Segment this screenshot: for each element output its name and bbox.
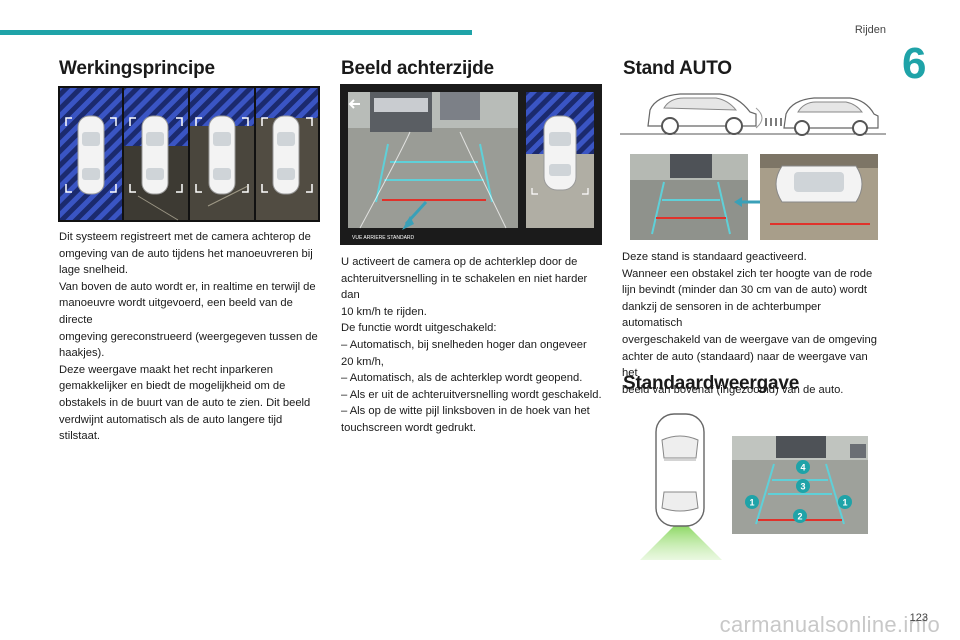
- chapter-number: 6: [902, 39, 927, 88]
- text-line: Van boven de auto wordt er, in realtime …: [59, 280, 316, 293]
- text-line: overgeschakeld van de weergave van de om…: [622, 333, 877, 346]
- header-accent-bar: [0, 30, 472, 35]
- text-line: De functie wordt uitgeschakeld:: [341, 322, 497, 335]
- text-line: lage snelheid.: [59, 264, 129, 277]
- marker-3: 3: [800, 482, 805, 492]
- title-stand-auto: Stand AUTO: [623, 58, 732, 79]
- title-beeld-achterzijde: Beeld achterzijde: [341, 58, 494, 79]
- text-line: verdwijnt automatisch als de auto langer…: [59, 413, 283, 443]
- marker-4: 4: [800, 463, 805, 473]
- text-line: touchscreen wordt gedrukt.: [341, 421, 476, 434]
- guide-lines-figure: 4 3 1 1 2: [732, 436, 868, 534]
- rear-view-figure: VUE ARRIERE STANDARD: [340, 84, 602, 245]
- text-line: Dit systeem registreert met de camera ac…: [59, 231, 311, 243]
- text-line: – Als op de witte pijl linksboven in de …: [341, 405, 590, 418]
- auto-mode-figure: [630, 154, 878, 240]
- text-line: – Als er uit de achteruitversnelling wor…: [341, 388, 602, 401]
- text-line: omgeving van de auto tijdens het manoeuv…: [59, 247, 313, 260]
- title-werkingsprincipe: Werkingsprincipe: [59, 58, 215, 79]
- watermark: carmanualsonline.info: [719, 612, 940, 637]
- text-line: omgeving gereconstrueerd (weergegeven tu…: [59, 330, 318, 343]
- text-line: – Automatisch, als de achterklep wordt g…: [341, 372, 583, 385]
- text-line: obstakels in de buurt van de auto te zie…: [59, 396, 311, 409]
- overhead-camera-figure: [58, 86, 320, 222]
- text-line: haakjes).: [59, 347, 105, 360]
- body-text-col2: U activeert de camera op de achterklep d…: [341, 254, 603, 437]
- section-name: Rijden: [854, 24, 886, 36]
- marker-1-right: 1: [842, 498, 847, 508]
- text-line: gemakkelijker en biedt de mogelijkheid o…: [59, 380, 286, 393]
- text-line: dankzij de sensoren in de achterbumper a…: [622, 300, 822, 330]
- text-line: Wanneer een obstakel zich ter hoogte van…: [622, 267, 873, 280]
- text-line: U activeert de camera op de achterklep d…: [341, 256, 578, 268]
- text-line: Deze weergave maakt het recht inparkeren: [59, 363, 273, 376]
- screen-label: VUE ARRIERE STANDARD: [352, 235, 415, 241]
- text-line: beeld van bovenaf (ingezoomd) van de aut…: [622, 383, 844, 396]
- text-line: manoeuvre wordt uitgevoerd, een beeld va…: [59, 297, 293, 326]
- text-line: – Automatisch, bij snelheden hoger dan o…: [341, 338, 587, 351]
- car-topview-illustration: [630, 410, 730, 560]
- page-number: 123: [909, 612, 928, 624]
- body-text-col1: Dit systeem registreert met de camera ac…: [59, 229, 321, 445]
- car-sensor-illustration: [620, 88, 886, 138]
- text-line: 20 km/h,: [341, 355, 384, 368]
- marker-1-left: 1: [749, 498, 754, 508]
- text-line: Deze stand is standaard geactiveerd.: [622, 251, 807, 263]
- title-standaardweergave: Standaardweergave: [623, 373, 800, 394]
- marker-2: 2: [797, 512, 802, 522]
- text-line: achter de auto (standaard) naar de weerg…: [622, 350, 868, 380]
- text-line: lijn bevindt (minder dan 30 cm van de au…: [622, 284, 868, 297]
- text-line: 10 km/h te rijden.: [341, 305, 427, 318]
- text-line: achteruitversnelling in te schakelen en …: [341, 272, 588, 302]
- back-arrow-icon: [348, 99, 360, 109]
- body-text-col3: Deze stand is standaard geactiveerd. Wan…: [622, 249, 884, 398]
